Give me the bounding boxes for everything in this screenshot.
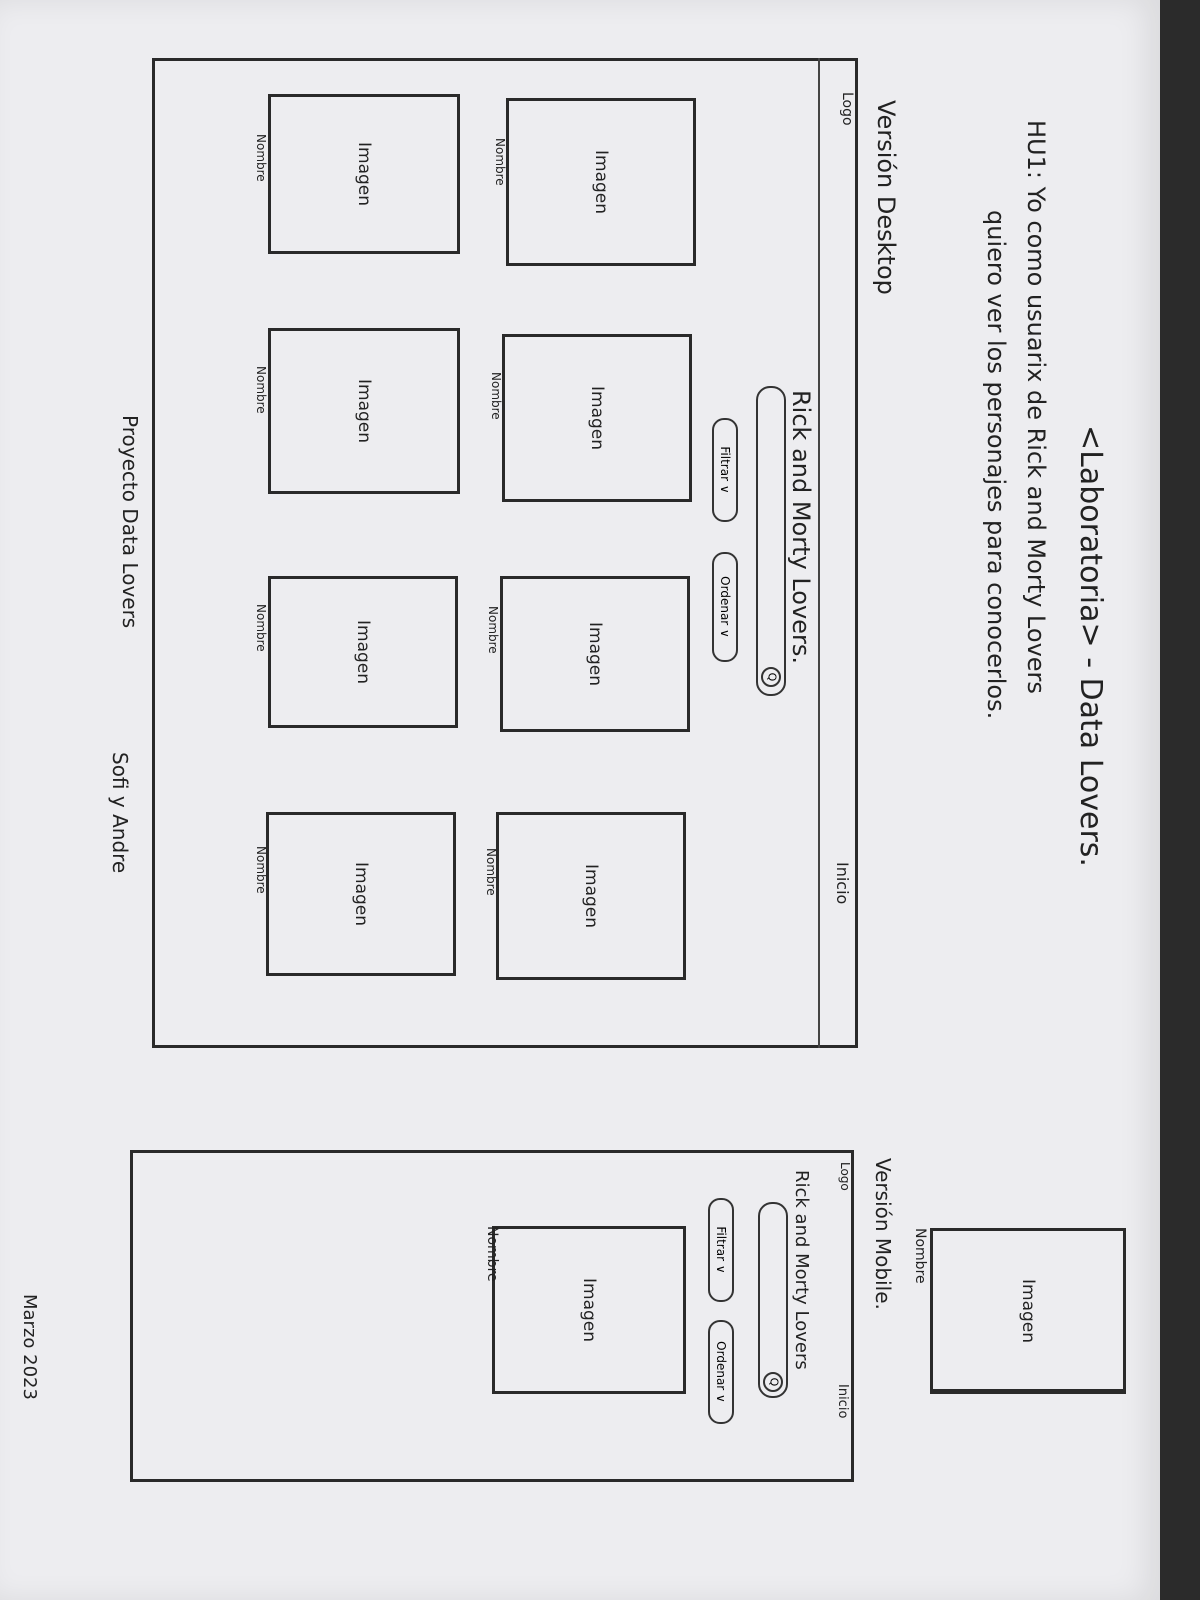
mobile-nav-inicio[interactable]: Inicio [835, 1384, 850, 1419]
desktop-sort-dropdown[interactable]: Ordenar ∨ [712, 552, 738, 662]
card-name: Nombre [484, 848, 498, 896]
mobile-version-label: Versión Mobile. [871, 1158, 895, 1310]
mobile-search-input[interactable] [758, 1202, 788, 1398]
card-image-placeholder: Imagen [591, 149, 611, 215]
paper-sheet: <Laboratoria> - Data Lovers. HU1: Yo com… [0, 0, 1160, 1600]
desktop-card-4[interactable]: Imagen [496, 812, 686, 980]
card-name: Nombre [254, 134, 268, 182]
card-image-placeholder: Imagen [354, 141, 374, 207]
card-name: Nombre [254, 366, 268, 414]
mobile-card-2-display-final[interactable]: Imagen [930, 1228, 1126, 1394]
desktop-search-input[interactable] [756, 386, 786, 696]
card-image-placeholder: Imagen [354, 378, 374, 444]
desktop-card-5[interactable]: Imagen [268, 94, 460, 254]
card-image-placeholder: Imagen [353, 619, 373, 685]
desktop-card-7[interactable]: Imagen [268, 576, 458, 728]
sketch-date: Marzo 2023 [19, 1294, 40, 1400]
project-authors: Sofi y Andre [108, 752, 132, 874]
desktop-card-1[interactable]: Imagen [506, 98, 696, 266]
mobile-filter-dropdown[interactable]: Filtrar ∨ [708, 1198, 734, 1302]
card-image-placeholder: Imagen [585, 621, 605, 687]
mobile-site-title: Rick and Morty Lovers [791, 1170, 812, 1370]
desktop-logo[interactable]: Logo [839, 92, 855, 126]
mobile-frame [130, 1150, 854, 1482]
desktop-filter-dropdown[interactable]: Filtrar ∨ [712, 418, 738, 522]
mobile-logo[interactable]: Logo [838, 1162, 852, 1191]
card-image-placeholder: Imagen [579, 1277, 599, 1343]
mobile-card-1[interactable]: Imagen [492, 1226, 686, 1394]
mobile-sort-dropdown[interactable]: Ordenar ∨ [708, 1320, 734, 1424]
card-name: Nombre [254, 604, 268, 652]
card-name: Nombre [489, 372, 503, 420]
desktop-version-label: Versión Desktop [872, 100, 900, 295]
desktop-card-6[interactable]: Imagen [268, 328, 460, 494]
desktop-card-2[interactable]: Imagen [502, 334, 692, 502]
search-icon[interactable]: Q [761, 667, 781, 687]
user-story-line1: HU1: Yo como usuarix de Rick and Morty L… [1022, 120, 1050, 694]
card-image-placeholder: Imagen [351, 861, 371, 927]
desktop-frame [152, 58, 858, 1048]
desktop-site-title: Rick and Morty Lovers. [787, 390, 815, 664]
user-story-line2: quiero ver los personajes para conocerlo… [982, 210, 1010, 720]
desktop-card-3[interactable]: Imagen [500, 576, 690, 732]
search-icon[interactable]: Q [763, 1372, 783, 1392]
card-image-placeholder: Imagen [587, 385, 607, 451]
desktop-nav-inicio[interactable]: Inicio [833, 862, 852, 905]
card-image-placeholder: Imagen [1018, 1278, 1038, 1344]
project-name: Proyecto Data Lovers [118, 415, 142, 629]
card-name: Nombre [493, 138, 507, 186]
card-name: Nombre [254, 846, 268, 894]
card-name: Nombre [484, 1226, 500, 1282]
card-name: Nombre [912, 1228, 928, 1284]
card-name: Nombre [486, 606, 500, 654]
desktop-header-divider [818, 58, 820, 1048]
sketch-title: <Laboratoria> - Data Lovers. [1073, 425, 1108, 867]
card-image-placeholder: Imagen [581, 863, 601, 929]
desktop-card-8[interactable]: Imagen [266, 812, 456, 976]
